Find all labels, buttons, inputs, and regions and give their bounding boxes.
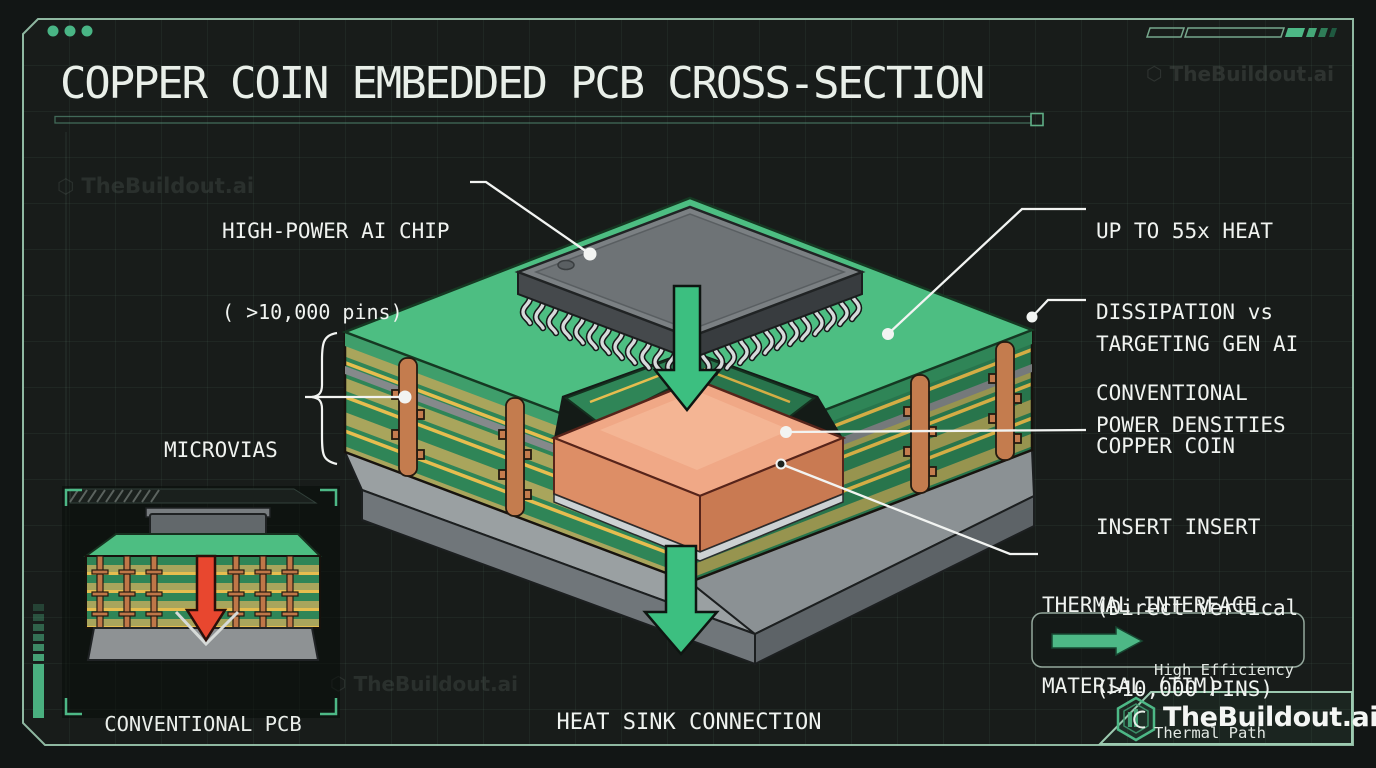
leader-lines <box>305 180 1087 556</box>
brand-logo-hexagon-icon <box>1116 696 1156 742</box>
legend-label: High Efficiency Thermal Path <box>1154 618 1294 768</box>
watermark: ⬡ TheBuildout.ai <box>57 174 254 198</box>
label-power-densities: TARGETING GEN AI POWER DENSITIES <box>1096 277 1298 493</box>
label-heat-dissipation: UP TO 55x HEAT DISSIPATION vs CONVENTION… <box>1096 164 1273 461</box>
hatch-decoration <box>69 489 160 503</box>
thermal-arrow-bottom <box>642 544 720 656</box>
label-line: (Direct Vertical <box>1096 596 1299 620</box>
label-line: HIGH-POWER AI CHIP <box>222 219 450 243</box>
label-line: CONVENTIONAL PCB <box>104 712 302 736</box>
pcb-illustration <box>341 196 1036 666</box>
label-line: UP TO 55x HEAT <box>1096 219 1274 243</box>
inefficient-thermal-arrow <box>184 554 228 643</box>
copper-coin <box>550 378 847 554</box>
tim-layer <box>553 492 844 562</box>
hexagon-logo-icon: ⬡ <box>57 174 75 198</box>
inset-corner-brackets <box>64 488 338 716</box>
label-line: POWER DENSITIES <box>1096 413 1286 437</box>
label-line: TARGETING GEN AI <box>1096 332 1299 356</box>
watermark-text: TheBuildout.ai <box>1169 62 1335 86</box>
label-line: THERMAL INTERFACE <box>1042 593 1257 617</box>
label-line: INSERT INSERT <box>1096 515 1261 539</box>
watermark-text: TheBuildout.ai <box>353 672 519 696</box>
thermal-arrow-top <box>652 284 722 413</box>
label-line: MATERIAL (TIM) <box>1042 674 1220 698</box>
conventional-pcb-graphic <box>82 507 323 661</box>
label-line: DISSIPATION vs <box>1096 300 1274 324</box>
label-heat-sink-connection: HEAT SINK CONNECTION (For external heat … <box>439 655 939 768</box>
left-edge-decoration <box>33 604 44 718</box>
notch-outline <box>174 610 240 647</box>
title-underline <box>54 112 1044 127</box>
inset-caption: CONVENTIONAL PCB (For comparison) <box>64 659 342 768</box>
hexagon-logo-icon: ⬡ <box>1146 63 1163 85</box>
brand-panel <box>1097 691 1353 745</box>
watermark: ⬡ TheBuildout.ai <box>1146 62 1334 86</box>
label-line: HEAT SINK CONNECTION <box>556 710 822 735</box>
label-high-power-ai-chip: HIGH-POWER AI CHIP ( >10,000 pins) <box>222 164 450 380</box>
window-dots <box>47 25 93 37</box>
label-line: COPPER COIN <box>1096 434 1236 458</box>
label-thermal-interface-material: THERMAL INTERFACE MATERIAL (TIM) <box>1042 538 1257 754</box>
label-line: Thermal Path <box>1154 724 1266 742</box>
label-line: ( >10,000 pins) <box>222 300 403 324</box>
page-title: COPPER COIN EMBEDDED PCB CROSS-SECTION <box>60 58 985 109</box>
top-right-ornament <box>1145 27 1337 38</box>
label-microvias: MICROVIAS <box>164 383 278 518</box>
ai-chip <box>514 205 866 383</box>
legend-arrow-icon <box>1051 625 1144 657</box>
label-line: MICROVIAS <box>164 438 278 462</box>
legend-box <box>1031 612 1305 668</box>
watermark-text: TheBuildout.ai <box>81 174 255 198</box>
brand-logo-text: TheBuildout.ai <box>1163 702 1376 733</box>
label-line: (>10,000 PINS) <box>1096 677 1274 701</box>
label-line: High Efficiency <box>1154 661 1294 679</box>
label-line: CONVENTIONAL <box>1096 381 1248 405</box>
pin1-marker <box>557 259 575 271</box>
label-copper-coin-insert: COPPER COIN INSERT INSERT (Direct Vertic… <box>1096 379 1298 757</box>
inset-panel <box>62 486 340 718</box>
